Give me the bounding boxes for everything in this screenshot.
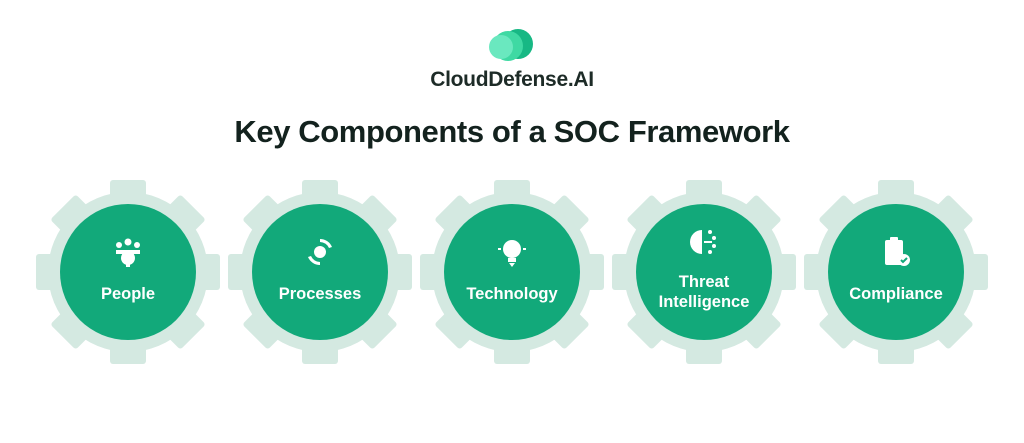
component-people: People [36, 180, 220, 364]
component-technology: Technology [420, 180, 604, 364]
gear-network-icon [690, 230, 716, 254]
process-cycle-icon [308, 239, 332, 265]
component-label: Compliance [849, 285, 943, 303]
component-compliance: Compliance [804, 180, 988, 364]
gear-shape [228, 180, 412, 364]
gear-shape [804, 180, 988, 364]
clouddefense-logo-icon [489, 29, 533, 61]
gear-shape [36, 180, 220, 364]
component-threat-intelligence: Threat Intelligence [612, 180, 796, 364]
component-label: Technology [466, 285, 558, 303]
brand-name: CloudDefense.AI [430, 68, 594, 91]
lightbulb-icon [498, 240, 526, 267]
component-label: People [100, 285, 156, 303]
gear-shape [612, 180, 796, 364]
people-gear-icon [116, 238, 140, 267]
component-label: Threat Intelligence [658, 273, 750, 311]
component-label: Processes [278, 285, 362, 303]
gear-shape [420, 180, 604, 364]
component-processes: Processes [228, 180, 412, 364]
page-title: Key Components of a SOC Framework [234, 114, 790, 149]
clipboard-check-icon [885, 237, 910, 266]
